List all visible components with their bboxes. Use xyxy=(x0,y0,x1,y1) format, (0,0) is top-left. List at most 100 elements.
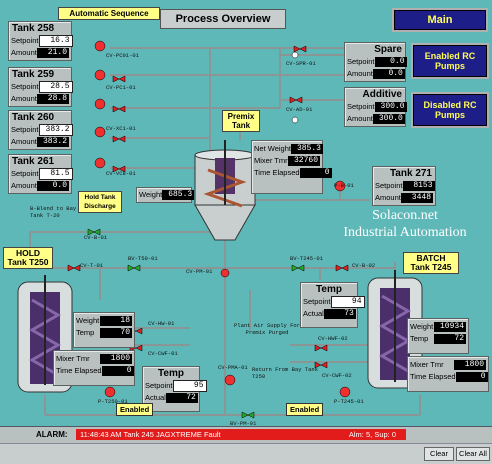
alarm-bar: ALARM: 11:48:43 AM Tank 245 JAGXTREME Fa… xyxy=(0,426,492,443)
hold-temp-title: Temp xyxy=(158,368,184,379)
temp-label: Temp xyxy=(410,334,429,343)
hold-enabled-button[interactable]: Enabled xyxy=(116,403,154,416)
batch-temp-setpoint[interactable]: 94 xyxy=(330,295,365,308)
main-button[interactable]: Main xyxy=(392,8,488,32)
mixer-tmr-label: Mixer Tmr xyxy=(254,156,288,165)
tank-260-setpoint[interactable]: 383.2 xyxy=(38,123,73,136)
tag-cv-pc1: CV-PC1-01 xyxy=(106,84,136,91)
spare-title: Spare xyxy=(374,44,402,55)
batch-temp: 72 xyxy=(434,333,466,344)
mixer-tmr-label: Mixer Tmr xyxy=(410,360,444,369)
automatic-sequence-label[interactable]: Automatic Sequence xyxy=(58,7,160,20)
tank-258-amount: 21.0 xyxy=(37,47,69,58)
additive-title: Additive xyxy=(362,89,402,100)
clear-button[interactable]: Clear xyxy=(424,447,454,461)
tag-bv-t50: BV-T50-01 xyxy=(128,255,158,262)
page-title-box: Process Overview xyxy=(160,9,286,29)
tank-261-title: Tank 261 xyxy=(12,156,55,167)
tank-258-title: Tank 258 xyxy=(12,23,55,34)
disabled-rc-pumps-button[interactable]: Disabled RC Pumps xyxy=(411,92,489,128)
premix-mixer-tmr[interactable]: 32760 xyxy=(288,155,320,166)
watermark-line2: Industrial Automation xyxy=(343,225,467,240)
setpoint-label: Setpoint xyxy=(11,36,39,45)
setpoint-label: Setpoint xyxy=(11,82,39,91)
page-title: Process Overview xyxy=(175,13,271,25)
batch-weight: 10934 xyxy=(434,321,466,332)
premix-weight: 685.3 xyxy=(162,189,195,200)
batch-temp-title: Temp xyxy=(316,284,342,295)
tag-bv-t245: BV-T245-01 xyxy=(290,255,324,262)
tag-cv-t: CV-T-01 xyxy=(80,262,104,269)
spare-setpoint[interactable]: 0.0 xyxy=(374,56,407,67)
hold-tank-discharge-label[interactable]: Hold Tank Discharge xyxy=(78,191,122,213)
actual-label: Actual xyxy=(145,393,166,402)
hold-tank-title: HOLD Tank T250 xyxy=(3,247,53,269)
setpoint-label: Setpoint xyxy=(145,381,173,390)
watermark: Solacon.net Industrial Automation xyxy=(322,207,488,241)
amount-label: Amount xyxy=(11,181,37,190)
tag-cv-add: CV-AD-01 xyxy=(286,106,313,113)
tag-cv-xc1: CV-XC1-01 xyxy=(106,125,136,132)
weight-label: Weight xyxy=(139,190,163,199)
tank-260-amount: 383.2 xyxy=(37,136,69,147)
amount-label: Amount xyxy=(375,193,401,202)
setpoint-label: Setpoint xyxy=(303,297,331,306)
spare-amount: 0.0 xyxy=(372,68,405,79)
tank-261-setpoint[interactable]: 81.5 xyxy=(38,167,73,180)
setpoint-label: Setpoint xyxy=(347,57,375,66)
hold-weight: 18 xyxy=(100,315,132,326)
tag-cv-pm: CV-PM-01 xyxy=(186,268,213,275)
enabled-rc-pumps-button[interactable]: Enabled RC Pumps xyxy=(411,43,489,79)
setpoint-label: Setpoint xyxy=(347,102,375,111)
amount-label: Amount xyxy=(347,69,373,78)
additive-setpoint[interactable]: 300.0 xyxy=(374,101,407,112)
tank-258-setpoint[interactable]: 16.3 xyxy=(38,34,73,47)
tank-271-setpoint[interactable]: 8153 xyxy=(402,180,435,191)
tag-cv-b01: CV-B-01 xyxy=(84,234,108,241)
tank-260-title: Tank 260 xyxy=(12,112,55,123)
batch-mixer-tmr[interactable]: 1800 xyxy=(454,359,486,370)
amount-label: Amount xyxy=(347,114,373,123)
tank-259-setpoint[interactable]: 28.5 xyxy=(38,80,73,93)
tag-p-t250: P-T250-01 xyxy=(98,398,128,405)
hold-mixer-tmr[interactable]: 1800 xyxy=(100,353,132,364)
setpoint-label: Setpoint xyxy=(375,181,403,190)
alarm-label: ALARM: xyxy=(36,430,68,439)
weight-label: Weight xyxy=(76,316,100,325)
time-elapsed-label: Time Elapsed xyxy=(410,372,456,381)
tank-259-title: Tank 259 xyxy=(12,69,55,80)
batch-enabled-button[interactable]: Enabled xyxy=(286,403,324,416)
premix-time-elapsed: 0 xyxy=(299,167,332,178)
alarm-message[interactable]: 11:48:43 AM Tank 245 JAGXTREME Fault Alm… xyxy=(76,429,406,440)
hold-temp: 70 xyxy=(100,327,132,338)
tag-blend: B-Blend to Bay Tank T-20 xyxy=(30,205,77,219)
hold-time-elapsed: 0 xyxy=(101,365,134,376)
hold-temp-actual: 72 xyxy=(165,392,198,403)
amount-label: Amount xyxy=(11,137,37,146)
batch-tank-title: BATCH Tank T245 xyxy=(403,252,459,274)
tag-cv-cwf02: CV-CWF-02 xyxy=(322,372,352,379)
actual-label: Actual xyxy=(303,309,324,318)
tank-259-amount: 28.8 xyxy=(37,93,69,104)
tag-bv-pm: BV-PM-01 xyxy=(230,420,257,427)
net-weight-label: Net Weight xyxy=(254,144,291,153)
tag-p-b: P-B-01 xyxy=(334,182,354,189)
tag-cv-spr: CV-SPR-01 xyxy=(286,60,316,67)
amount-label: Amount xyxy=(11,94,37,103)
hold-temp-setpoint[interactable]: 95 xyxy=(172,379,207,392)
clear-all-button[interactable]: Clear All xyxy=(456,447,490,461)
footer-bar: Clear Clear All xyxy=(0,443,492,464)
additive-amount: 300.0 xyxy=(372,113,405,124)
tag-plant-air: Plant Air Supply For Premix Purged xyxy=(233,322,300,336)
